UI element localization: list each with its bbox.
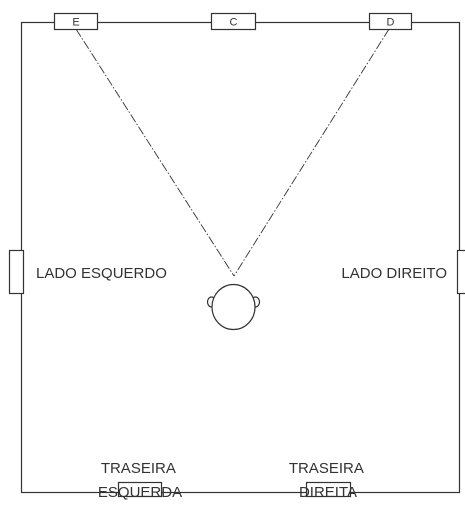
speaker-center-label: C (230, 17, 238, 29)
speaker-front-left-label: E (72, 17, 79, 29)
label-rear-right-line2: DIREITA (299, 484, 357, 501)
label-side-right: LADO DIREITO (341, 265, 447, 282)
speaker-front-right: D (370, 14, 412, 30)
speaker-front-right-label: D (387, 17, 395, 29)
speaker-front-left: E (55, 14, 98, 30)
label-rear-right: TRASEIRA DIREITA (289, 460, 367, 501)
label-side-left: LADO ESQUERDO (36, 265, 167, 282)
listener-to-front-left-line (76, 29, 234, 276)
room-outline (22, 23, 460, 493)
speaker-center: C (212, 14, 256, 30)
label-rear-left-line2: ESQUERDA (98, 484, 182, 501)
speaker-side-left (10, 251, 24, 294)
label-rear-left: TRASEIRA ESQUERDA (98, 460, 182, 501)
listener-to-front-right-line (234, 29, 389, 276)
listener-head-icon (208, 285, 260, 330)
label-rear-right-line1: TRASEIRA (289, 460, 364, 477)
label-rear-left-line1: TRASEIRA (101, 460, 176, 477)
speaker-side-right (458, 251, 465, 294)
